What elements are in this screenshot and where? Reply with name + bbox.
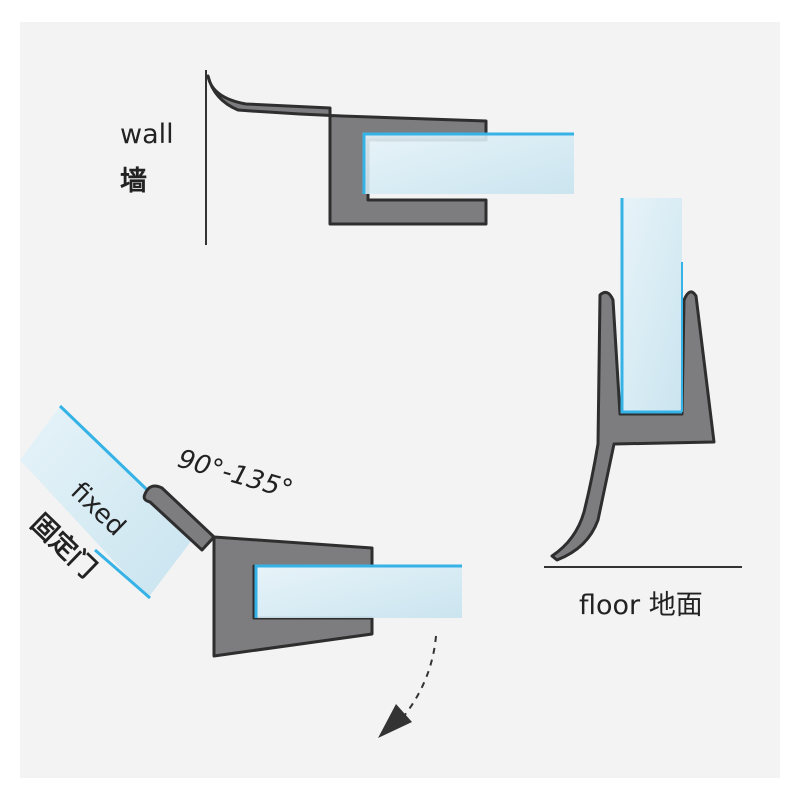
wall-seal-profile: [206, 74, 488, 226]
rotation-arrowhead-icon: [378, 704, 412, 738]
fixed-seal-profile: [212, 535, 374, 658]
fixed-seal-group: [20, 404, 462, 738]
floor-seal-profile: [550, 290, 716, 562]
wall-label-en: wall: [120, 119, 174, 150]
rotation-arrow-path: [403, 635, 437, 717]
wall-label-cn: 墙: [120, 166, 147, 197]
fixed-glass-edge-lower: [94, 548, 151, 600]
fixed-seal-fin: [142, 484, 216, 552]
fixed-moving-glass-edge: [254, 564, 462, 618]
floor-seal-group: [544, 198, 742, 568]
floor-glass-panel: [622, 198, 682, 412]
wall-glass-panel: [364, 134, 574, 194]
wall-glass-edge: [362, 132, 574, 194]
fixed-glass-panel: [20, 406, 195, 598]
floor-label: floor 地面: [579, 590, 703, 621]
wall-seal-group: [205, 70, 574, 245]
fixed-moving-glass: [256, 566, 462, 618]
floor-glass-edge: [620, 198, 682, 414]
